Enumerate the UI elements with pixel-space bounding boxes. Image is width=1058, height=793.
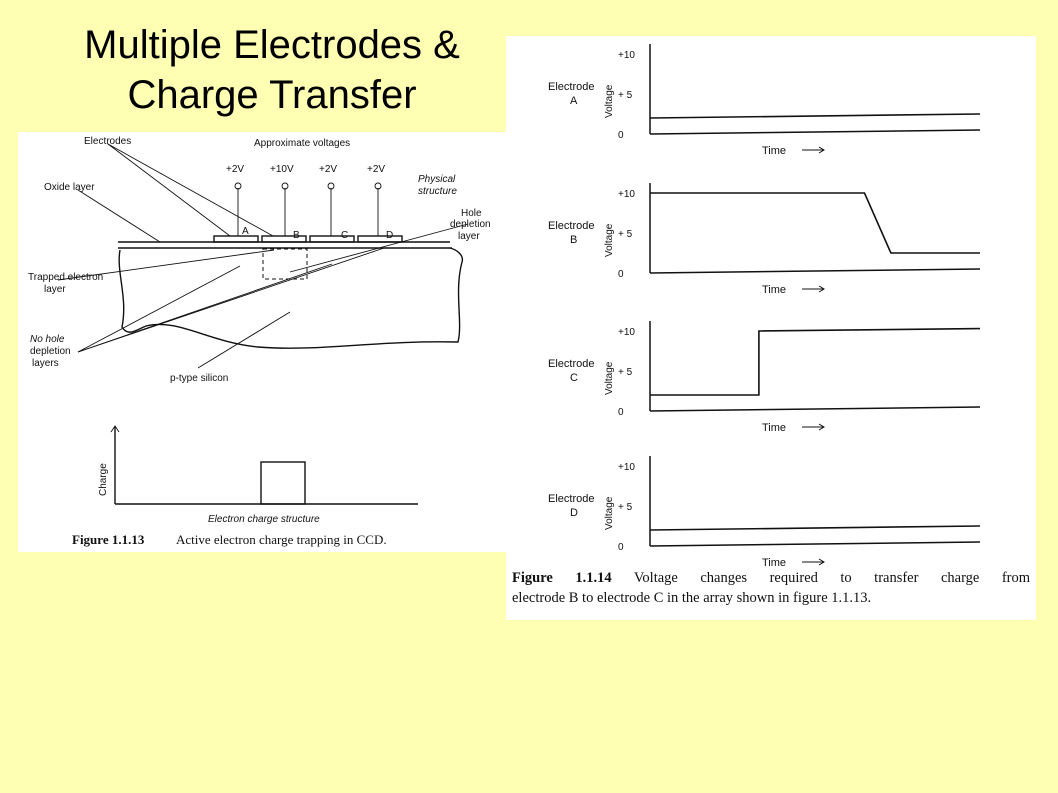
slide-title-line-2: Charge Transfer — [127, 73, 417, 117]
label-no-hole-1: No hole — [30, 334, 65, 345]
chart-4-ylabel: Voltage — [604, 496, 615, 530]
chart-4-ytick-1: + 5 — [618, 502, 633, 513]
leader-hole-depletion — [289, 223, 469, 273]
charge-packet-bar — [260, 461, 306, 505]
electrode-c — [309, 235, 355, 243]
label-voltage-b: +10V — [270, 164, 294, 175]
leader-electrodes-1 — [107, 143, 231, 237]
label-electrode-a: A — [242, 226, 249, 237]
chart-2-ylabel: Voltage — [604, 223, 615, 257]
chart-3-xlabel-arrow-icon — [818, 423, 825, 431]
chart-3-xlabel: Time — [762, 422, 786, 434]
chart-4-xlabel: Time — [762, 557, 786, 569]
chart-1-ytick-1: + 5 — [618, 90, 633, 101]
slide-title: Multiple Electrodes & Charge Transfer — [24, 20, 520, 120]
figure-1-1-14-caption: Figure 1.1.14 Voltage changes required t… — [512, 568, 1030, 608]
chart-3-x-axis — [649, 406, 981, 412]
chart-4-ytick-0: +10 — [618, 462, 635, 473]
label-no-hole-2: depletion — [30, 346, 71, 357]
chart-4-title-word-1: Electrode — [548, 493, 594, 505]
chart-2-title-word-2: B — [570, 234, 577, 246]
label-charge-axis: Charge — [98, 463, 109, 496]
leader-no-hole-1 — [77, 265, 241, 353]
charge-axis-arrow-icon — [110, 425, 120, 433]
chart-2-xlabel: Time — [762, 284, 786, 296]
label-physical-structure-2: structure — [418, 186, 457, 197]
chart-3-ylabel: Voltage — [604, 361, 615, 395]
figure-1-1-13-caption: Active electron charge trapping in CCD. — [176, 532, 387, 547]
chart-2-ytick-0: +10 — [618, 189, 635, 200]
chart-4-ytick-2: 0 — [618, 542, 624, 553]
label-hole-depletion-1: Hole — [461, 208, 482, 219]
chart-4-title-word-2: D — [570, 507, 578, 519]
terminal-a-icon — [234, 182, 242, 190]
chart-3-ytick-1: + 5 — [618, 367, 633, 378]
leader-oxide — [77, 189, 161, 243]
label-voltage-c: +2V — [319, 164, 337, 175]
label-p-type-silicon: p-type silicon — [170, 373, 228, 384]
label-trapped-electron-2: layer — [44, 284, 66, 295]
label-physical-structure-1: Physical — [418, 174, 456, 185]
terminal-d-icon — [374, 182, 382, 190]
chart-1-x-axis — [649, 129, 981, 135]
label-no-hole-3: layers — [32, 358, 59, 369]
chart-4-x-axis — [649, 541, 981, 547]
ccd-structure-figure: Electrodes Approximate voltages +2V +10V… — [18, 132, 506, 552]
label-trapped-electron-1: Trapped electron — [28, 272, 103, 283]
chart-4-xlabel-arrow-icon — [818, 558, 825, 566]
chart-1-series-0 — [649, 113, 981, 119]
chart-1-title-word-1: Electrode — [548, 81, 594, 93]
leader-no-hole-3 — [77, 247, 385, 353]
electrode-a — [213, 235, 259, 243]
chart-1-xlabel: Time — [762, 145, 786, 157]
slide-title-line-1: Multiple Electrodes & — [84, 23, 460, 67]
electrode-d — [357, 235, 403, 243]
chart-3-ytick-0: +10 — [618, 327, 635, 338]
chart-2-series-0 — [650, 192, 980, 254]
label-approx-voltages: Approximate voltages — [254, 138, 350, 149]
chart-2-ytick-1: + 5 — [618, 229, 633, 240]
figure-1-1-14-caption-line-1: Voltage changes required to transfer cha… — [633, 570, 1031, 586]
label-hole-depletion-3: layer — [458, 231, 480, 242]
chart-1-ytick-2: 0 — [618, 130, 624, 141]
label-electrode-c: C — [341, 230, 348, 241]
chart-1-title-word-2: A — [570, 95, 578, 107]
leader-silicon — [197, 311, 291, 369]
label-electron-charge-structure: Electron charge structure — [208, 514, 320, 525]
chart-2-xlabel-arrow-icon — [818, 285, 825, 293]
chart-3-ytick-2: 0 — [618, 407, 624, 418]
figure-1-1-14-number: Figure 1.1.14 — [512, 570, 612, 586]
label-electrode-d: D — [386, 230, 393, 241]
ccd-structure-diagram: Electrodes Approximate voltages +2V +10V… — [28, 136, 491, 547]
figure-1-1-13-number: Figure 1.1.13 — [72, 532, 145, 547]
label-oxide-layer: Oxide layer — [44, 182, 95, 193]
hole-depletion-well — [262, 248, 308, 280]
chart-3-title-word-1: Electrode — [548, 358, 594, 370]
figure-1-1-14-caption-line-2: electrode B to electrode C in the array … — [512, 590, 872, 606]
label-voltage-d: +2V — [367, 164, 385, 175]
chart-2-x-axis — [649, 268, 981, 274]
label-voltage-a: +2V — [226, 164, 244, 175]
chart-2-ytick-2: 0 — [618, 269, 624, 280]
electrode-b — [261, 235, 307, 243]
chart-4-series-0 — [649, 525, 981, 531]
chart-3-title-word-2: C — [570, 372, 578, 384]
terminal-c-icon — [327, 182, 335, 190]
leader-trapped-electron — [57, 249, 275, 281]
silicon-substrate-outline — [118, 247, 464, 349]
label-electrode-b: B — [293, 230, 300, 241]
terminal-b-icon — [281, 182, 289, 190]
leader-electrodes-2 — [107, 143, 274, 237]
chart-3-series-0 — [650, 327, 981, 396]
chart-1-ylabel: Voltage — [604, 84, 615, 118]
label-electrodes: Electrodes — [84, 136, 131, 147]
chart-1-ytick-0: +10 — [618, 50, 635, 61]
label-hole-depletion-2: depletion — [450, 219, 491, 230]
chart-1-xlabel-arrow-icon — [818, 146, 825, 154]
chart-2-title-word-1: Electrode — [548, 220, 594, 232]
